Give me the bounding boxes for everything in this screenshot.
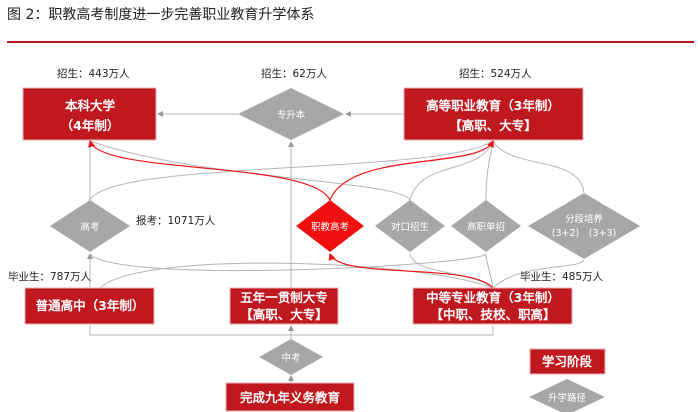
legend-stage-label: 学习阶段 [542,354,593,369]
path-segmented: 分段培养 (3+2) (3+3) [528,193,640,259]
stage-five-year: 五年一贯制大专 【高职、大专】 [229,287,339,325]
svg-text:完成九年义务教育: 完成九年义务教育 [240,390,341,405]
title-divider [7,41,694,43]
path-single-enroll: 高职单招 [451,200,521,252]
grad-highschool-label: 毕业生：787万人 [8,270,92,283]
svg-text:对口招生: 对口招生 [391,221,430,233]
svg-text:高等职业教育（3年制）: 高等职业教育（3年制） [426,98,560,113]
path-counterpart: 对口招生 [375,200,445,252]
legend-path-swatch [529,379,605,412]
stage-highschool: 普通高中（3年制） [24,287,155,325]
enroll-upgrade-label: 招生：62万人 [261,67,327,80]
stage-bachelor: 本科大学 （4年制） [22,87,157,141]
connectors [87,111,585,385]
stage-secondary-voc: 中等专业教育（3年制） 【中职、技校、职高】 [412,287,573,325]
legend-stage-swatch [529,348,606,375]
svg-text:【高职、大专】: 【高职、大专】 [240,307,328,322]
path-zhongkao: 中考 [259,339,323,375]
path-gaokao: 高考 [50,200,130,252]
svg-text:(3+2) (3+3): (3+2) (3+3) [552,228,616,239]
path-voc-gaokao: 职教高考 [296,200,364,252]
svg-text:普通高中（3年制）: 普通高中（3年制） [36,298,145,313]
enroll-bachelor-label: 招生：443万人 [57,67,130,80]
svg-text:【高职、大专】: 【高职、大专】 [449,118,537,133]
svg-text:五年一贯制大专: 五年一贯制大专 [240,290,328,305]
svg-text:高考: 高考 [80,221,99,233]
stage-higher-voc: 高等职业教育（3年制） 【高职、大专】 [403,87,584,141]
legend: 学习阶段 升学路径 [529,348,606,412]
exam-applicants-label: 报考：1071万人 [136,214,216,227]
stage-compulsory: 完成九年义务教育 [225,382,355,412]
svg-text:【中职、技校、职高】: 【中职、技校、职高】 [430,307,555,322]
svg-text:本科大学: 本科大学 [65,98,116,113]
svg-text:（4年制）: （4年制） [61,118,120,133]
figure-title: 图 2：职教高考制度进一步完善职业教育升学体系 [7,7,315,23]
svg-text:职教高考: 职教高考 [311,221,349,233]
svg-text:专升本: 专升本 [277,109,306,121]
grad-secondary-voc-label: 毕业生：485万人 [520,270,604,283]
path-upgrade: 专升本 [238,88,344,140]
svg-text:分段培养: 分段培养 [565,213,604,225]
enroll-higher-voc-label: 招生：524万人 [459,67,532,80]
svg-text:高职单招: 高职单招 [467,221,505,233]
svg-text:中等专业教育（3年制）: 中等专业教育（3年制） [426,290,560,305]
svg-text:中考: 中考 [281,352,300,364]
legend-path-label: 升学路径 [548,392,587,404]
